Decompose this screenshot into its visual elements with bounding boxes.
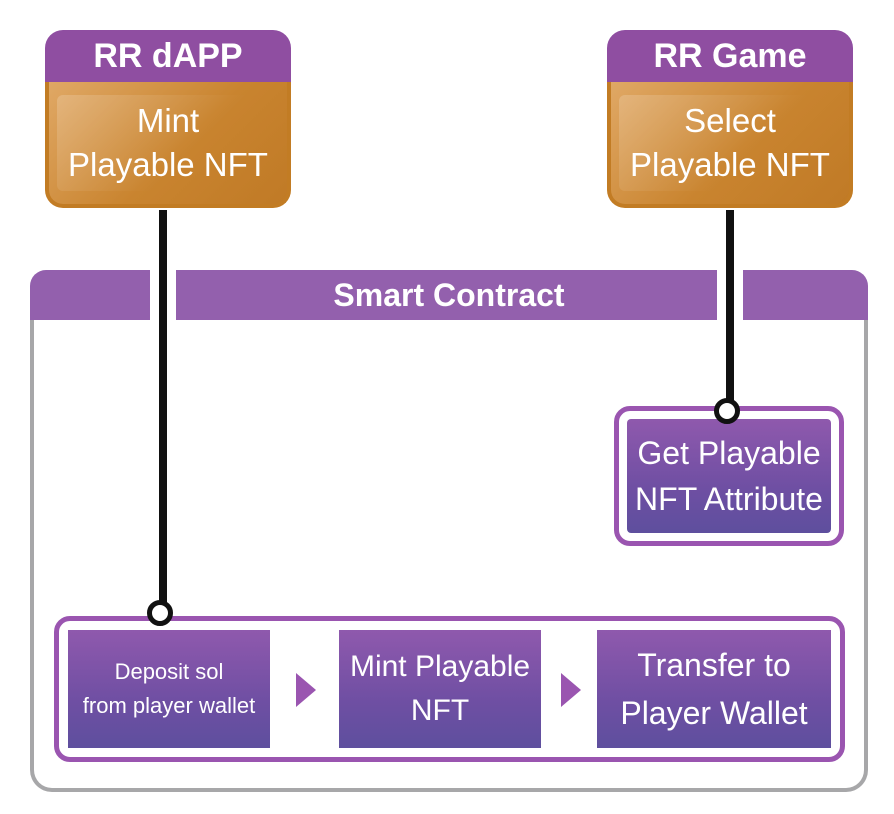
rr-game-line1: Select (684, 102, 776, 139)
rr-game-body: Select Playable NFT (607, 82, 853, 208)
rr-dapp-header: RR dAPP (45, 30, 291, 82)
step-deposit-line1: Deposit sol (114, 659, 224, 684)
rr-game-header: RR Game (607, 30, 853, 82)
rr-dapp-line1: Mint (136, 102, 200, 139)
smart-contract-title: Smart Contract (333, 277, 565, 313)
rr-game-line2: Playable NFT (630, 146, 830, 183)
attribute-line1: Get Playable (637, 435, 821, 471)
step-mint-line2: NFT (410, 694, 470, 727)
step-mint-line1: Mint Playable (349, 650, 531, 683)
step-arrow-1 (296, 673, 316, 707)
rr-game-box: RR Game Select Playable NFT (607, 30, 853, 208)
rr-dapp-box: RR dAPP Mint Playable NFT (45, 30, 291, 208)
step-mint-nft: Mint Playable NFT (339, 630, 541, 748)
step-transfer: Transfer to Player Wallet (597, 630, 831, 748)
step-deposit-line2: from player wallet (82, 693, 256, 718)
step-transfer-line2: Player Wallet (620, 695, 808, 731)
attribute-box-outline: Get Playable NFT Attribute (614, 406, 844, 546)
step-transfer-line1: Transfer to (637, 647, 791, 683)
game-connector-dot (714, 398, 740, 424)
attribute-box: Get Playable NFT Attribute (627, 419, 831, 533)
dapp-connector-line (159, 210, 167, 612)
step-arrow-2 (561, 673, 581, 707)
rr-dapp-body: Mint Playable NFT (45, 82, 291, 208)
rr-dapp-line2: Playable NFT (68, 146, 268, 183)
dapp-connector-dot (147, 600, 173, 626)
step-deposit-sol: Deposit sol from player wallet (68, 630, 270, 748)
game-connector-line (726, 210, 734, 410)
attribute-line2: NFT Attribute (635, 481, 823, 517)
smart-contract-frame (30, 320, 868, 792)
